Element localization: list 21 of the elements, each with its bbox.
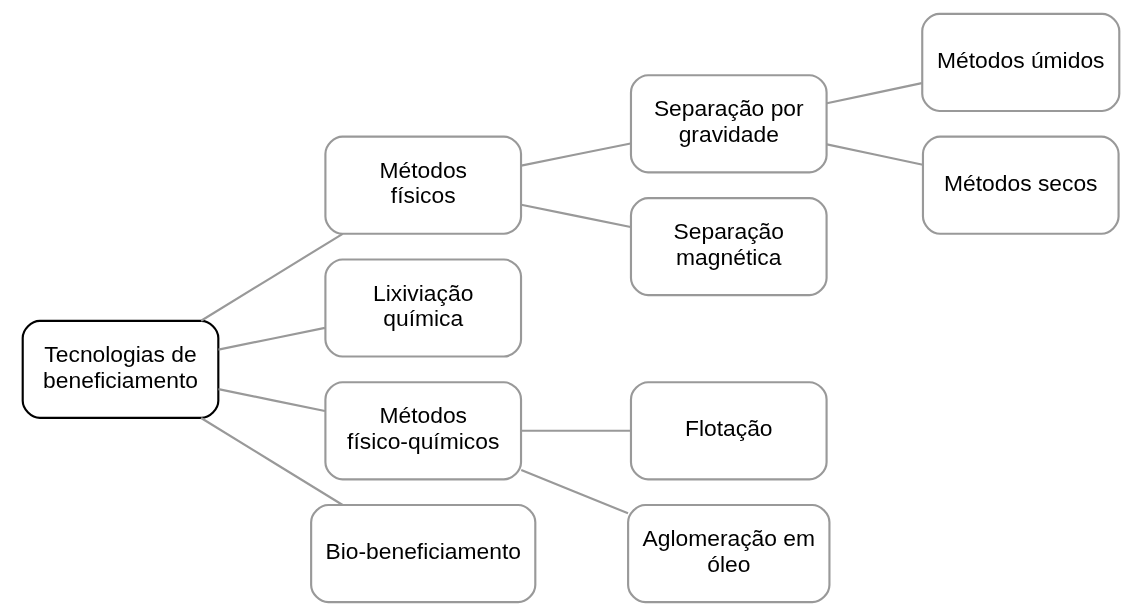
node-box: Separação por gravidade	[629, 74, 828, 174]
connector	[826, 82, 922, 105]
node-box: Separação magnética	[629, 197, 828, 297]
connector	[521, 429, 631, 432]
node-box: Métodos físico-químicos	[324, 381, 523, 481]
node-box: Aglomeração em óleo	[627, 503, 831, 604]
node-box: Métodos úmidos	[921, 12, 1121, 113]
connector	[200, 232, 344, 322]
node-box: Bio-beneficiamento	[310, 503, 537, 604]
node-box: Tecnologias de beneficiamento	[21, 319, 220, 419]
node-box: Lixiviação química	[324, 258, 523, 358]
connector	[520, 469, 629, 515]
connector	[218, 326, 326, 351]
connector	[521, 142, 631, 167]
node-box: Flotação	[629, 381, 828, 481]
node-box: Métodos secos	[921, 135, 1120, 235]
connector	[826, 143, 923, 166]
connector	[218, 388, 326, 412]
connector	[521, 203, 631, 229]
connector	[200, 417, 344, 506]
node-box: Métodos físicos	[324, 135, 523, 235]
